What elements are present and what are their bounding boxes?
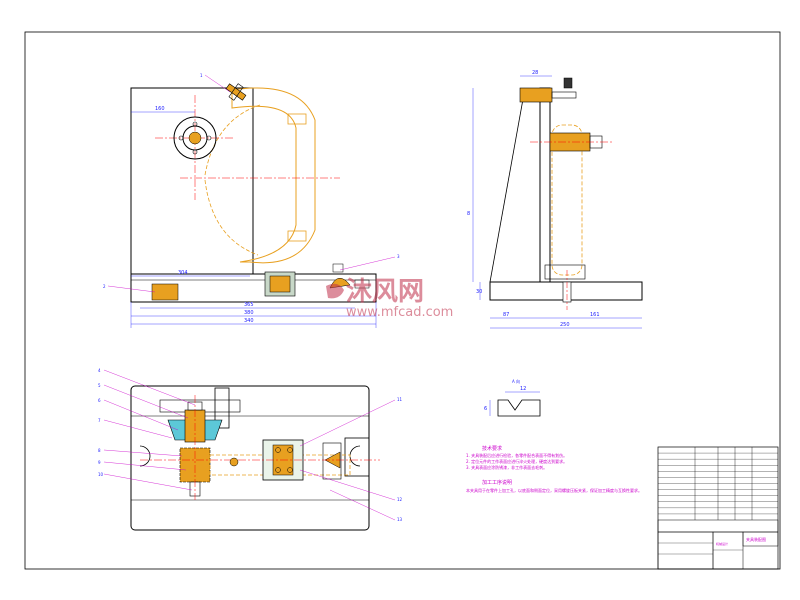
side-upright	[539, 87, 551, 283]
callout-1: 1	[200, 73, 203, 78]
back-plate	[130, 87, 254, 275]
detail-title: A 向	[512, 378, 520, 384]
detail-dim-side: 6	[484, 406, 487, 412]
tech-req-title: 技术要求	[482, 445, 502, 452]
front-view: 160 304 365 380 340 1 2 3	[103, 73, 400, 328]
dim-height: 8	[467, 211, 470, 217]
callout-12: 12	[397, 497, 403, 502]
callout-9: 9	[98, 460, 101, 465]
dim-161: 161	[590, 312, 600, 318]
callout-6: 6	[98, 398, 101, 403]
watermark-logo	[326, 283, 344, 299]
callout-3: 3	[397, 254, 400, 259]
callout-5: 5	[98, 383, 101, 388]
tech-req-item-1: 1. 夹具装配后应进行检验，各零件配合表面不得有划伤。	[466, 452, 567, 458]
dim-380: 380	[244, 310, 254, 316]
workpiece-outline	[231, 87, 316, 264]
dim-160: 160	[155, 106, 165, 112]
title-block: 夹具装配图 机械设计	[657, 446, 779, 570]
drawing-title: 夹具装配图	[746, 536, 766, 542]
detail-profile	[497, 399, 541, 417]
school-name: 机械设计	[716, 541, 728, 546]
dim-250: 250	[560, 322, 570, 328]
callout-8: 8	[98, 448, 101, 453]
flange-locator	[173, 116, 217, 160]
base-plate	[130, 273, 377, 303]
watermark: 沐风网 www.mfcad.com	[326, 277, 453, 320]
callout-4: 4	[98, 368, 101, 373]
dim-base-thickness: 30	[476, 289, 482, 295]
tech-req-item-3: 3. 夹具表面应涂防锈漆，非工作表面去毛刺。	[466, 464, 547, 470]
dim-28: 28	[532, 70, 538, 76]
process-note-text: 本夹具用于在零件上加工孔，以底面和侧面定位，采用螺旋压板夹紧，保证加工精度与互换…	[466, 487, 642, 493]
callout-13: 13	[397, 517, 403, 522]
dim-304: 304	[178, 270, 188, 276]
left-clamp	[151, 283, 179, 301]
side-view: 28 8 30 87 161 250	[467, 70, 643, 329]
tech-req-item-2: 2. 定位元件的工作表面应进行淬火处理，硬度达到要求。	[466, 458, 567, 464]
watermark-text: 沐风网	[346, 277, 424, 307]
drawing-border	[24, 31, 781, 570]
dim-340: 340	[244, 318, 254, 324]
callout-7: 7	[98, 418, 101, 423]
detail-a-view: A 向 12 6	[484, 378, 541, 417]
tech-requirements: 技术要求 1. 夹具装配后应进行检验，各零件配合表面不得有划伤。 2. 定位元件…	[466, 445, 642, 493]
watermark-url: www.mfcad.com	[346, 305, 453, 320]
callout-10: 10	[98, 472, 104, 477]
top-clamp	[225, 83, 247, 101]
callout-2: 2	[103, 284, 106, 289]
detail-dim-top: 12	[520, 386, 526, 392]
dim-365: 365	[244, 302, 254, 308]
dim-87: 87	[503, 312, 509, 318]
plan-view: 4 5 6 7 8 9 10 11 12 13	[98, 368, 403, 531]
callout-11: 11	[397, 397, 403, 402]
process-note-title: 加工工序说明	[482, 479, 512, 486]
